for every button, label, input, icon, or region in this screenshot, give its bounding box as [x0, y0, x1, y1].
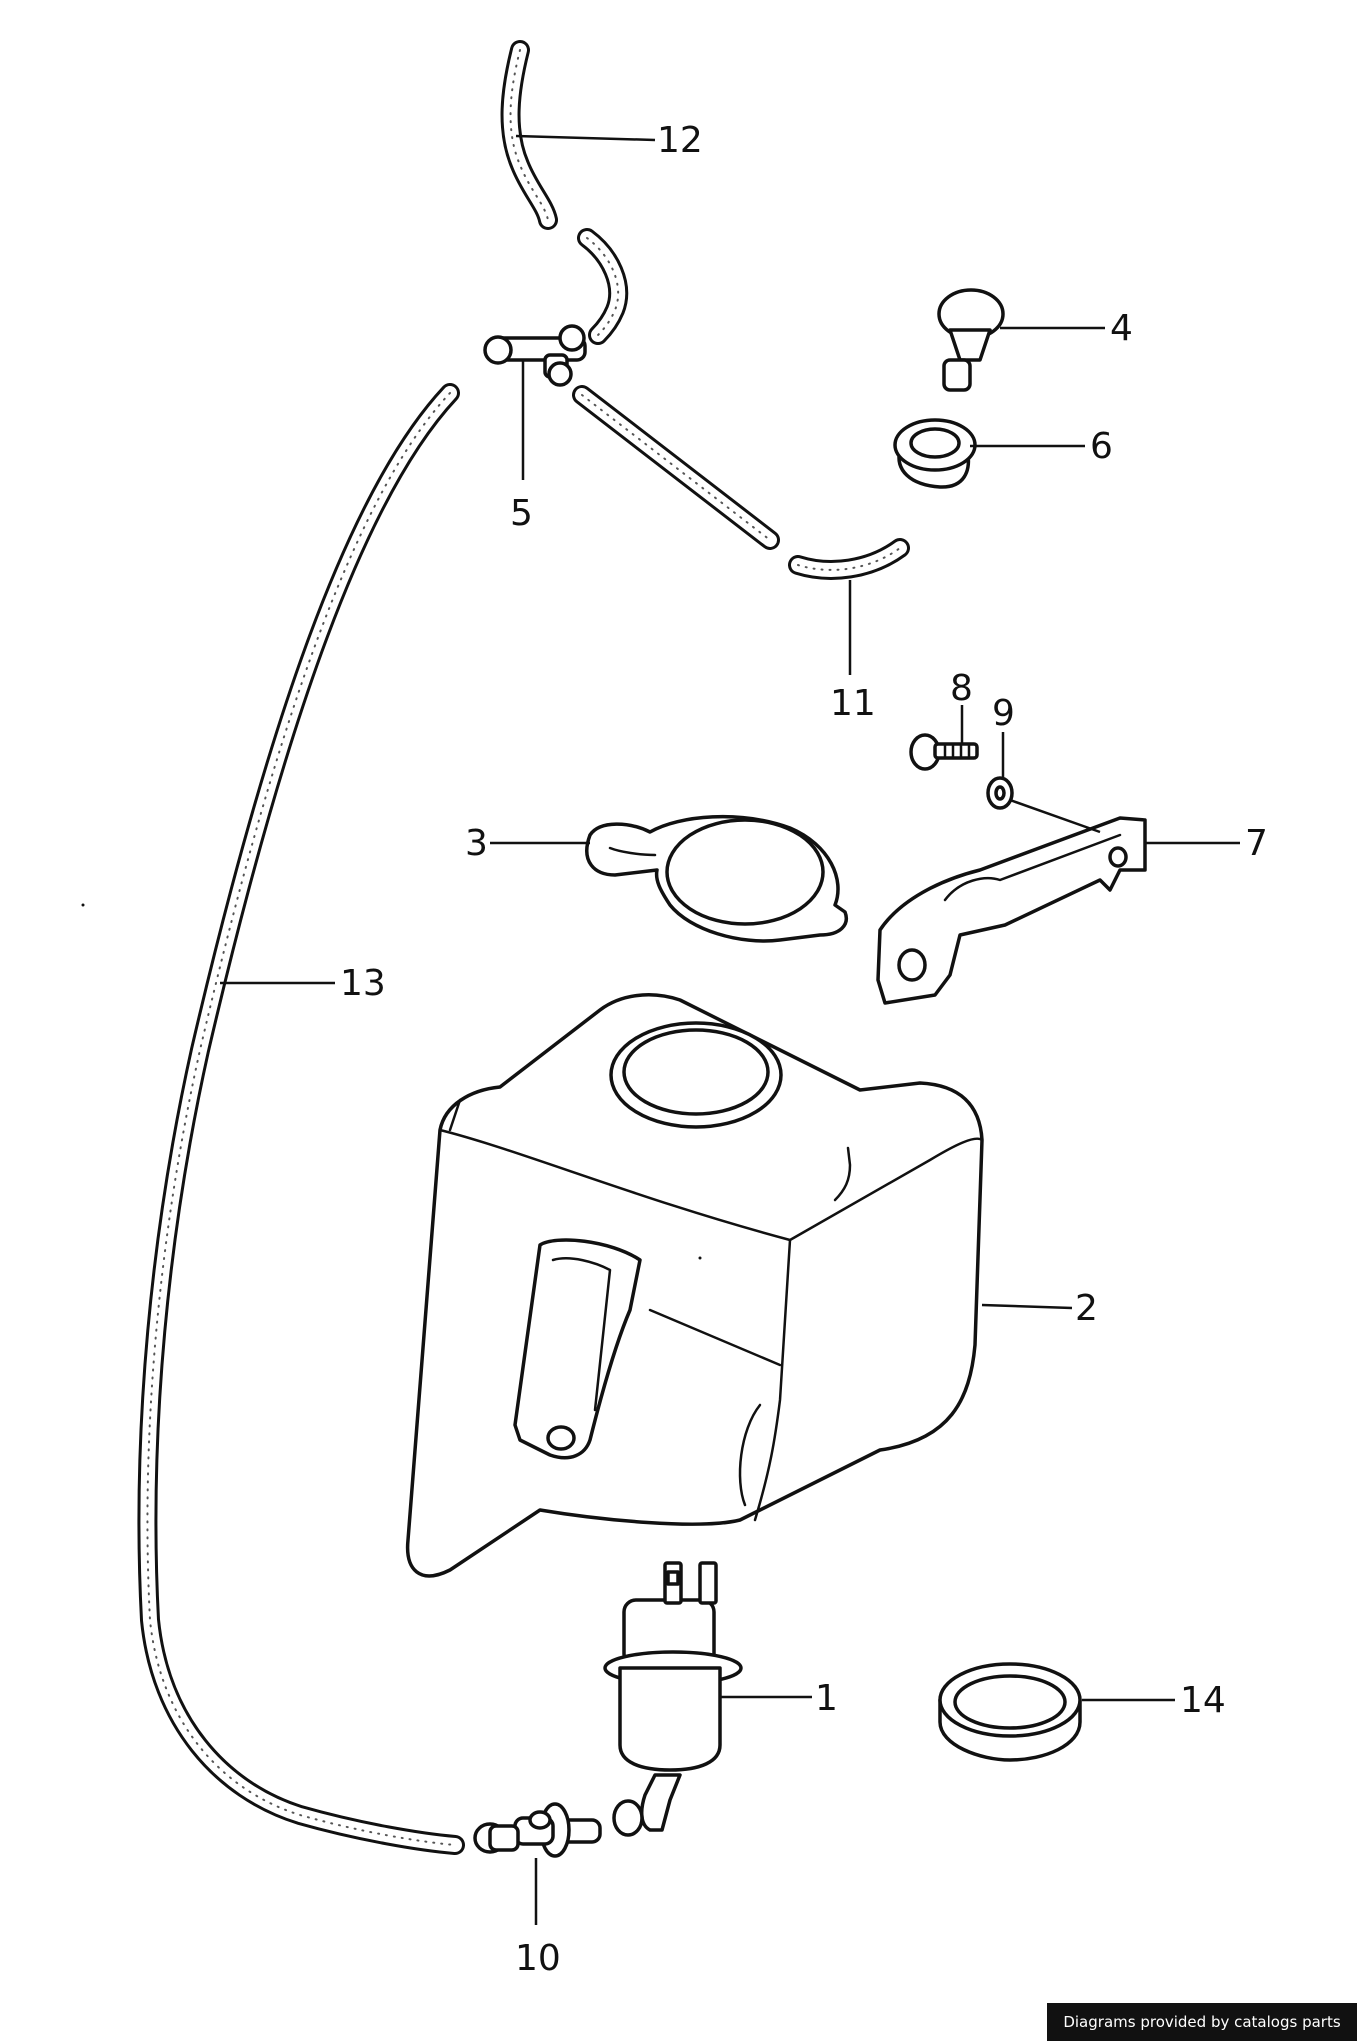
callout-11: 11 [830, 683, 876, 724]
hose-11 [788, 538, 910, 580]
callout-4: 4 [1110, 308, 1133, 349]
callout-9: 9 [992, 693, 1015, 734]
pump-1 [603, 1561, 743, 1837]
grommet-6 [893, 418, 977, 489]
callout-6: 6 [1090, 426, 1113, 467]
hose-12 [500, 40, 558, 230]
leader-2 [981, 1303, 1073, 1310]
leader-lines [220, 134, 1240, 1925]
callout-8: 8 [950, 668, 973, 709]
hose-13 [137, 383, 465, 1855]
valve-10 [473, 1802, 602, 1858]
leader-12 [515, 134, 656, 142]
callout-7: 7 [1245, 823, 1268, 864]
callout-2: 2 [1075, 1288, 1098, 1329]
hose-straight-segment [572, 385, 780, 550]
washer-9 [986, 776, 1014, 810]
connector-5 [483, 324, 587, 387]
bracket-7 [876, 816, 1147, 1005]
hose-12-lower-segment [577, 228, 629, 345]
footer-credit-text: Diagrams provided by catalogs parts [1063, 2013, 1341, 2031]
leader-9b [1009, 798, 1101, 834]
ring-14 [938, 1662, 1082, 1762]
callout-1: 1 [815, 1678, 838, 1719]
speck [698, 1256, 702, 1260]
callout-5: 5 [510, 493, 533, 534]
callout-3: 3 [465, 823, 488, 864]
callout-14: 14 [1180, 1680, 1226, 1721]
bolt-8 [909, 733, 979, 771]
ring-bracket-3 [585, 814, 848, 943]
callout-13: 13 [340, 963, 386, 1004]
speck [81, 903, 85, 907]
nozzle-4 [937, 288, 1005, 392]
callout-10: 10 [515, 1938, 561, 1979]
callout-12: 12 [657, 120, 703, 161]
reservoir-2 [405, 993, 984, 1578]
footer-credit-badge: Diagrams provided by catalogs parts [1047, 2003, 1357, 2041]
